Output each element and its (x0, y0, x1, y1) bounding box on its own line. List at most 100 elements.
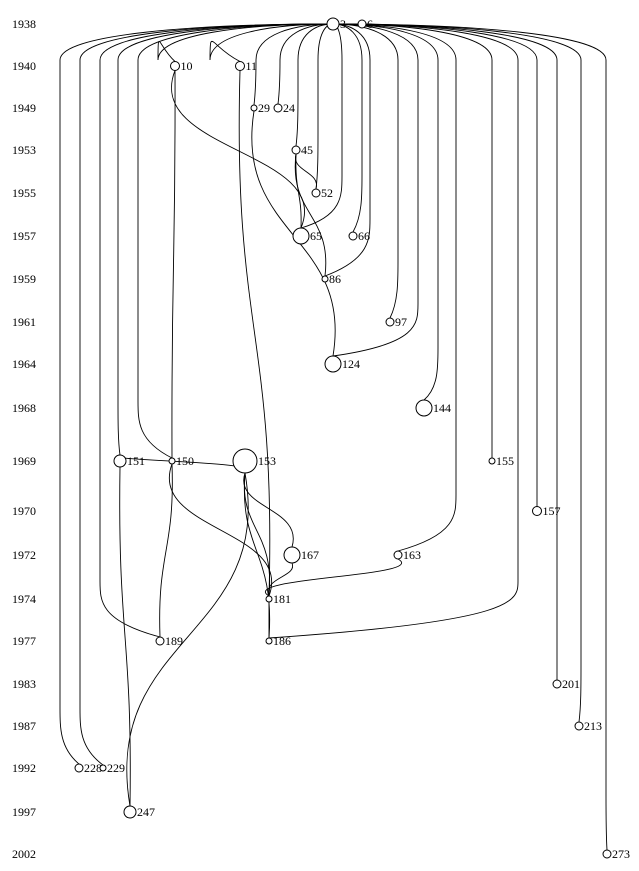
node-label: 186 (273, 634, 291, 648)
year-label: 1949 (12, 101, 36, 115)
node-label: 86 (329, 272, 341, 286)
citation-edge (157, 23, 334, 62)
node-label: 163 (403, 548, 421, 562)
node-229[interactable] (99, 764, 107, 772)
year-label: 1938 (12, 17, 36, 31)
year-label: 1964 (12, 357, 36, 371)
citation-edge (332, 23, 457, 552)
node-201[interactable] (552, 679, 562, 689)
citation-edge (159, 463, 173, 638)
node-144[interactable] (415, 399, 433, 417)
year-label: 1977 (12, 634, 36, 648)
node-label: 151 (127, 454, 145, 468)
citation-edge (332, 23, 439, 401)
node-228[interactable] (74, 763, 84, 773)
node-3[interactable] (326, 17, 340, 31)
citation-edge (99, 23, 334, 638)
node-29[interactable] (250, 104, 258, 112)
node-52[interactable] (311, 188, 321, 198)
node-157[interactable] (532, 506, 542, 516)
node-150[interactable] (168, 457, 176, 465)
node-label: 167 (301, 548, 319, 562)
citation-edge (171, 70, 176, 459)
year-label: 1987 (12, 719, 36, 733)
node-213[interactable] (574, 721, 584, 731)
citation-edge (126, 472, 249, 807)
edge-layer (59, 23, 608, 851)
node-163[interactable] (393, 550, 403, 560)
citation-edge (137, 23, 334, 459)
node-label: 153 (258, 454, 276, 468)
node-167[interactable] (283, 546, 301, 564)
node-label: 65 (310, 229, 322, 243)
year-label: 1969 (12, 454, 36, 468)
node-151[interactable] (113, 454, 127, 468)
node-65[interactable] (292, 227, 310, 245)
node-66[interactable] (348, 231, 358, 241)
citation-edge (265, 558, 402, 597)
node-label: 24 (283, 101, 295, 115)
citation-edge (209, 23, 334, 62)
citation-edge (332, 23, 538, 507)
citation-edge (268, 562, 293, 597)
node-124[interactable] (324, 355, 342, 373)
node-label: 229 (107, 761, 125, 775)
year-label: 1940 (12, 59, 36, 73)
node-247[interactable] (123, 805, 137, 819)
citation-edge (332, 23, 419, 357)
node-189[interactable] (155, 636, 165, 646)
citation-edge (332, 23, 399, 319)
citation-edge (324, 23, 371, 277)
node-97[interactable] (385, 317, 395, 327)
node-label: 155 (496, 454, 514, 468)
node-label: 273 (612, 847, 630, 861)
node-label: 144 (433, 401, 451, 415)
node-label: 228 (84, 761, 102, 775)
citation-edge (332, 23, 558, 681)
citation-edge (332, 23, 608, 851)
node-label: 6 (367, 17, 373, 31)
year-axis: 1938 1940 1949 1953 1955 1957 1959 1961 1964 1968… (12, 17, 36, 861)
year-label: 1968 (12, 401, 36, 415)
node-label: 201 (562, 677, 580, 691)
year-label: 2002 (12, 847, 36, 861)
node-label: 52 (321, 186, 333, 200)
node-label: 247 (137, 805, 155, 819)
node-86[interactable] (321, 275, 329, 283)
node-11[interactable] (235, 61, 245, 71)
citation-edge (168, 463, 273, 597)
year-label: 1961 (12, 315, 36, 329)
year-label: 1957 (12, 229, 36, 243)
citation-edge (294, 153, 327, 277)
node-24[interactable] (273, 103, 283, 113)
citation-edge (295, 153, 317, 190)
node-label: 124 (342, 357, 360, 371)
citation-edge (238, 70, 271, 597)
node-label: 66 (358, 229, 370, 243)
citation-edge (119, 466, 131, 807)
node-181[interactable] (265, 595, 273, 603)
node-label: 157 (543, 504, 561, 518)
node-186[interactable] (265, 637, 273, 645)
node-label: 10 (181, 59, 193, 73)
citation-edge (295, 153, 302, 229)
node-label: 97 (395, 315, 407, 329)
node-273[interactable] (602, 849, 612, 859)
year-label: 1959 (12, 272, 36, 286)
year-label: 1974 (12, 592, 36, 606)
node-45[interactable] (291, 145, 301, 155)
year-label: 1953 (12, 143, 36, 157)
citation-edge (243, 472, 271, 597)
year-label: 1992 (12, 761, 36, 775)
node-10[interactable] (170, 61, 180, 71)
node-6[interactable] (357, 19, 367, 29)
citation-edge (295, 23, 334, 147)
year-label: 1972 (12, 548, 36, 562)
node-155[interactable] (488, 457, 496, 465)
citation-edge (171, 70, 305, 229)
node-label: 45 (301, 143, 313, 157)
node-153[interactable] (232, 448, 258, 474)
citation-edge (253, 23, 334, 106)
year-label: 1955 (12, 186, 36, 200)
